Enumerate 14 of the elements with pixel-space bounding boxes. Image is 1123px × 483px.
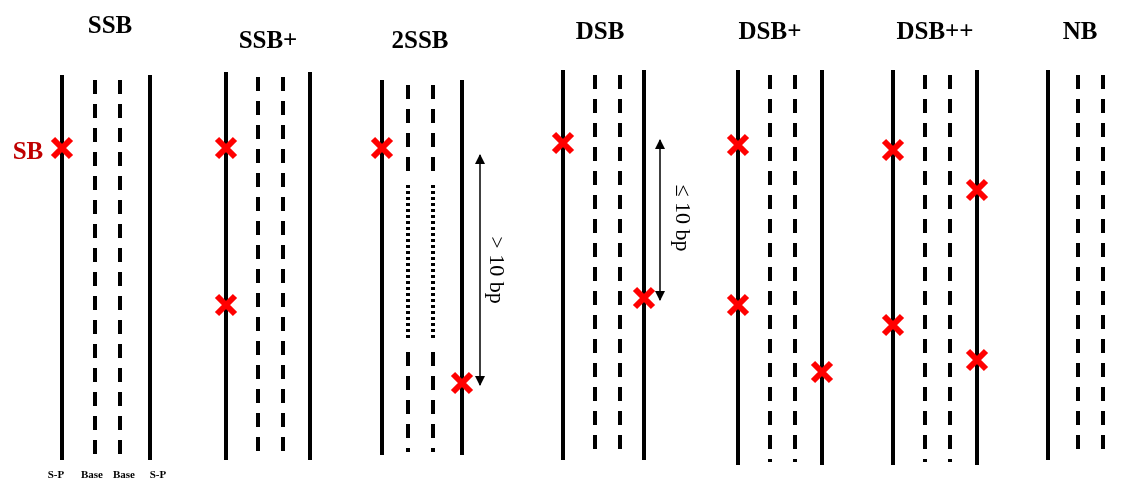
column-heading: DSB (575, 18, 625, 43)
column-heading: NB (1062, 18, 1098, 43)
break-label: SB (12, 138, 44, 163)
column-heading: 2SSB (391, 27, 449, 52)
strand-label: Base (81, 469, 103, 480)
strand-label: S-P (47, 469, 65, 480)
column-heading: DSB++ (896, 18, 974, 43)
strand-label: S-P (149, 469, 167, 480)
column-heading: SSB+ (238, 27, 298, 52)
strand-label: Base (113, 469, 135, 480)
distance-label: ≤ 10 bp (672, 184, 694, 252)
column-heading: SSB (87, 12, 133, 37)
distance-label: > 10 bp (486, 236, 508, 304)
column-heading: DSB+ (738, 18, 802, 43)
